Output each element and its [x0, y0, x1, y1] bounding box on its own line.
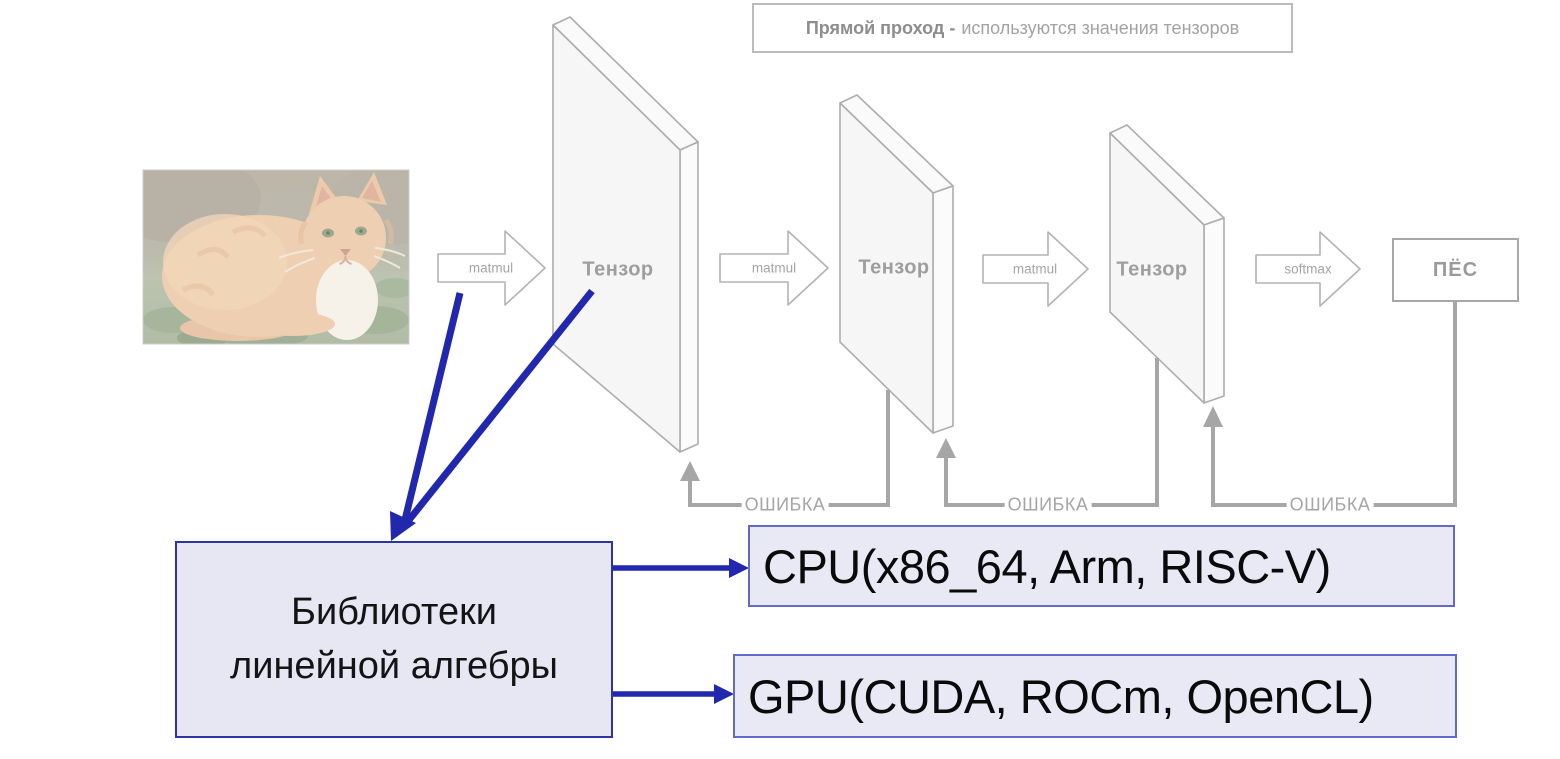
gpu-arrowhead — [714, 684, 734, 704]
softmax-arrow — [1255, 231, 1361, 307]
matmul-label-2: matmul — [751, 260, 797, 276]
tensor-label-2: Тензор — [858, 256, 930, 279]
cpu-arrowhead — [729, 558, 749, 578]
error-loop-1-line — [688, 390, 890, 507]
library-label-line1: Библиотеки — [291, 590, 497, 633]
tensor-slab-3 — [1109, 124, 1225, 404]
tensor-label-3: Тензор — [1116, 258, 1188, 281]
matmul-arrow-2 — [719, 230, 829, 306]
error-label-1: ОШИБКА — [741, 494, 829, 516]
error-label-2: ОШИБКА — [1004, 494, 1092, 516]
matmul-label-1: matmul — [468, 260, 514, 276]
tensor-slab-1 — [552, 16, 699, 453]
cat-photo-frame — [142, 169, 410, 345]
forward-pass-banner: Прямой проход - используются значения те… — [752, 3, 1293, 53]
error-loop-3-arrowhead — [1203, 406, 1223, 427]
cpu-backends-box: CPU(x86_64, Arm, RISC-V) — [748, 525, 1455, 607]
cpu-backends-label: CPU(x86_64, Arm, RISC-V) — [763, 539, 1331, 593]
library-arrowhead — [390, 511, 416, 541]
library-label-line2: линейной алгебры — [230, 644, 558, 687]
matmul-arrow-3 — [982, 231, 1089, 307]
tensor-to-library-line-2 — [406, 288, 595, 523]
gpu-backends-label: GPU(CUDA, ROCm, OpenCL) — [748, 669, 1374, 723]
tensor-slab-2 — [839, 94, 954, 434]
output-class-box: ПЁС — [1392, 238, 1519, 302]
tensor-to-library-line-1 — [400, 292, 464, 525]
error-label-3: ОШИБКА — [1286, 494, 1374, 516]
error-loop-2-line — [944, 358, 1159, 507]
cat-photo — [143, 170, 409, 344]
softmax-label: softmax — [1284, 261, 1332, 277]
tensor-label-1: Тензор — [582, 258, 654, 281]
banner-title: Прямой проход - — [805, 17, 956, 38]
linear-algebra-library-box: Библиотеки линейной алгебры — [175, 541, 613, 738]
output-class-label: ПЁС — [1432, 258, 1479, 281]
error-loop-1-arrowhead — [680, 461, 700, 481]
matmul-arrow-1 — [437, 230, 546, 306]
matmul-label-3: matmul — [1012, 261, 1058, 277]
gpu-backends-box: GPU(CUDA, ROCm, OpenCL) — [733, 654, 1457, 738]
error-loop-3-line — [1211, 302, 1457, 507]
error-loop-2-arrowhead — [936, 438, 956, 458]
banner-subtitle: используются значения тензоров — [961, 17, 1240, 38]
